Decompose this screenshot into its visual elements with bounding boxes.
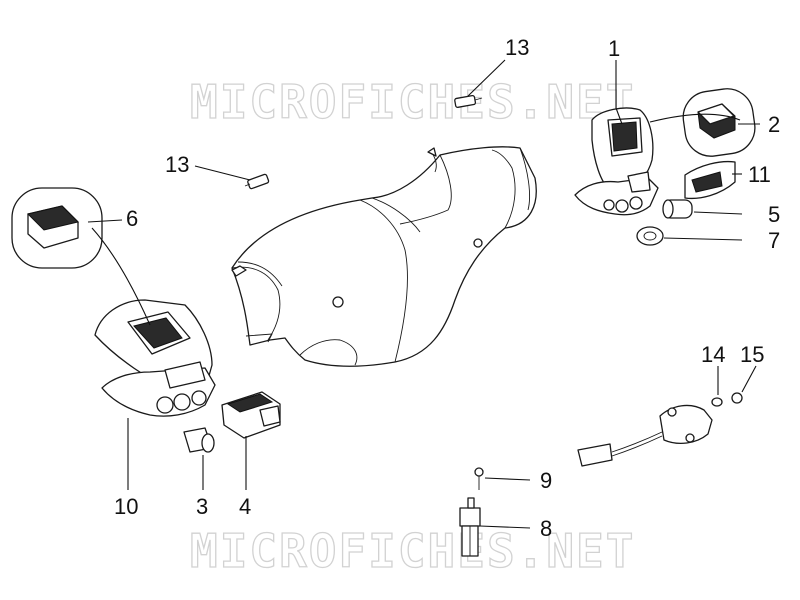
part-4 [221,391,281,439]
handlebar-cover [231,146,537,367]
inset-part-2 [682,88,756,157]
callout-1: 1 [608,36,620,61]
part-8-switch [459,497,481,557]
callout-15: 15 [740,342,764,367]
part-7 [636,226,664,246]
callout-5: 5 [768,202,780,227]
throttle-cable-assembly [577,392,743,467]
part-11 [684,160,736,200]
callout-8: 8 [540,516,552,541]
screw-13-top [454,94,483,108]
callout-10: 10 [114,494,138,519]
callout-labels: 1 2 3 4 5 6 7 8 9 10 11 13 13 14 15 [114,35,780,541]
callout-11: 11 [748,162,771,187]
callout-9: 9 [540,468,552,493]
screw-13-left [244,173,270,190]
callout-3: 3 [196,494,208,519]
callout-6: 6 [126,206,138,231]
left-switch-housing [94,299,216,417]
part-9-screw [474,467,484,490]
screw-hole [332,296,344,308]
callout-2: 2 [768,112,780,137]
part-3 [183,427,215,453]
screw-hole [473,238,483,248]
callout-13-left: 13 [165,152,189,177]
inset-part-6 [11,187,103,269]
callout-13-top: 13 [505,35,529,60]
callout-7: 7 [768,228,780,253]
part-5 [662,199,693,219]
watermark-bottom: MICROFICHES.NET [190,524,635,578]
callout-14: 14 [701,342,725,367]
leader-lines [87,59,760,529]
watermark-top: MICROFICHES.NET [190,75,635,129]
callout-4: 4 [239,494,251,519]
right-switch-housing [574,107,659,216]
